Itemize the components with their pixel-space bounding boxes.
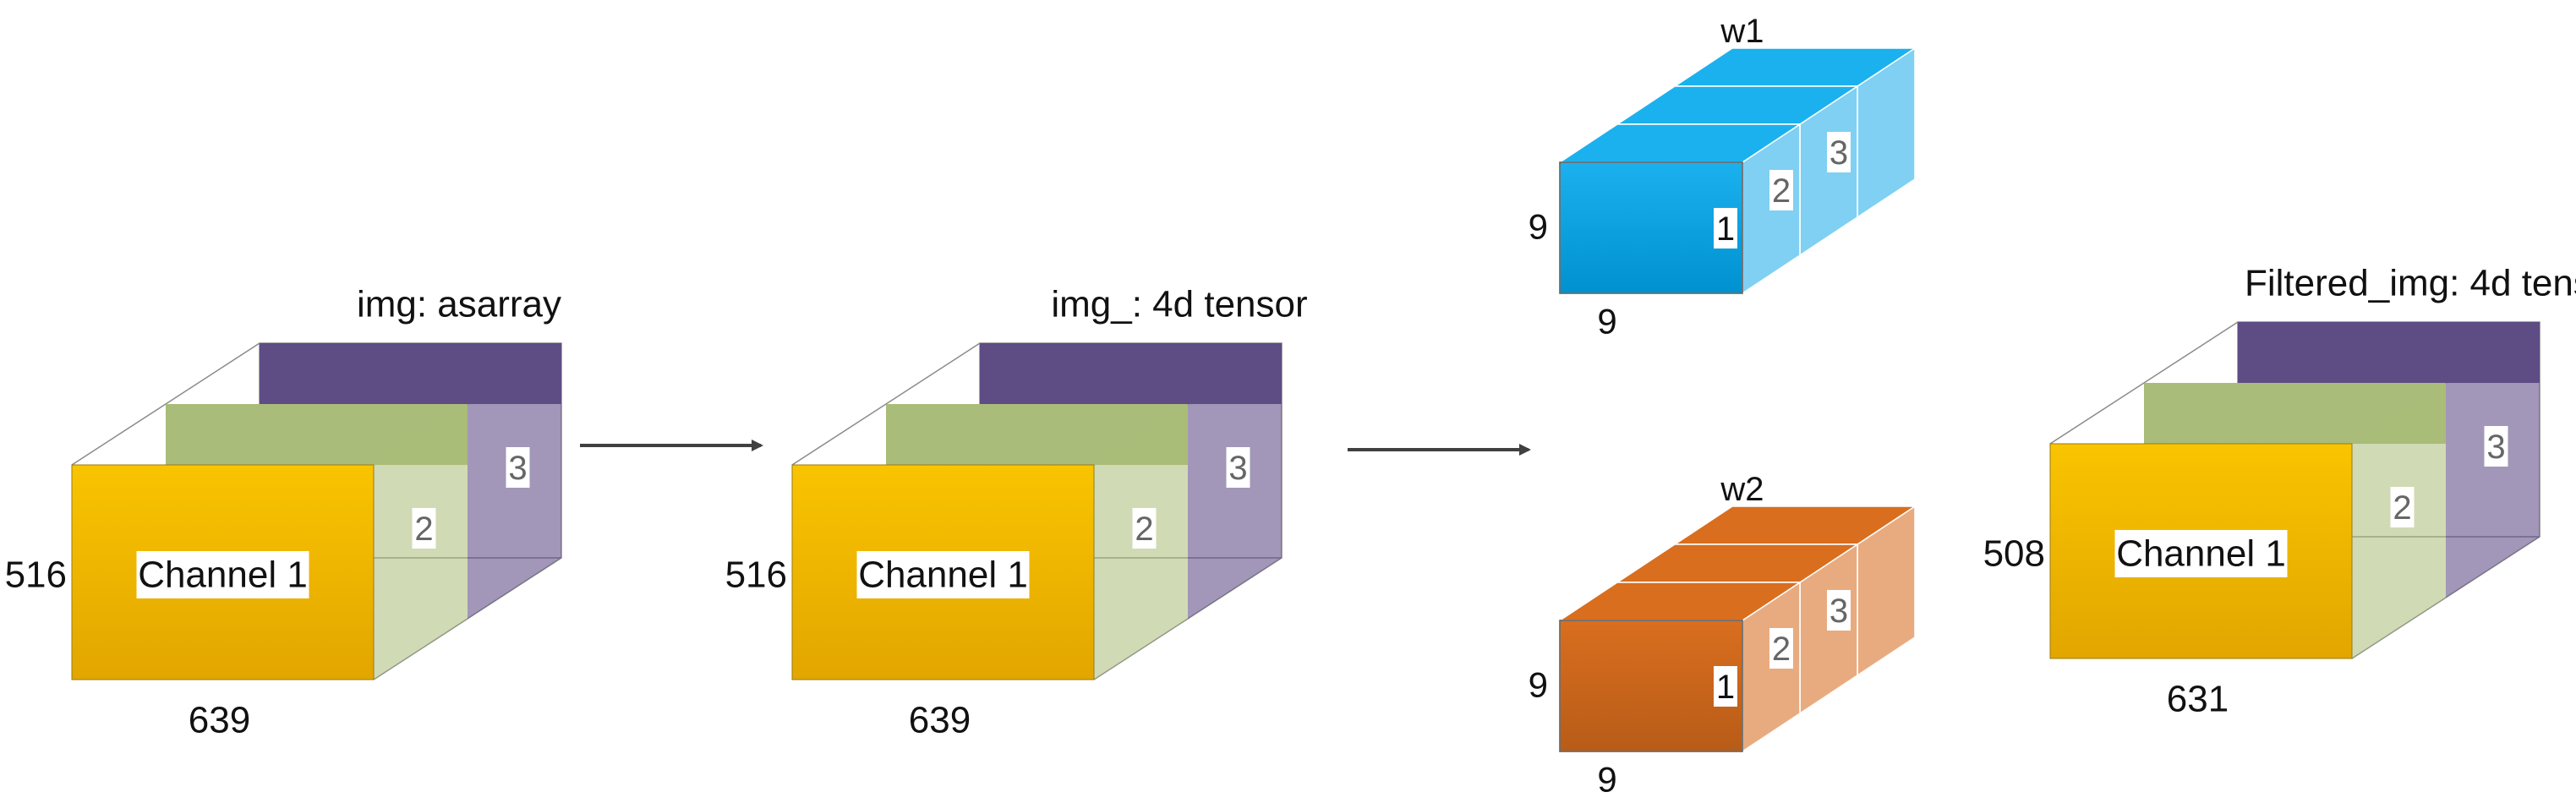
channel-label: Channel 1 [138,554,308,596]
channel-label-box [136,551,309,598]
filter-number-1-text: 1 [1716,669,1735,706]
channel-number-2-text: 2 [1135,511,1153,548]
channel-number-3-text: 3 [508,450,527,487]
filter-number-1-text: 1 [1716,210,1735,248]
channel-number-3-text: 3 [2486,429,2505,466]
tensor-2: Channel 1 2 3 516 639 img_: 4d tensor [725,284,1308,741]
filter-number-3: 3 [1827,132,1851,172]
channel-label-box [856,551,1030,598]
filter-w1: 123 w1 9 9 [1529,13,1917,341]
filter-number-3-text: 3 [1829,134,1848,172]
filter-height-label: 9 [1529,665,1548,705]
channel-number-3: 3 [1226,447,1250,488]
filter-title: w1 [1720,13,1764,50]
tensor-title: img: asarray [357,284,561,325]
height-label: 516 [725,554,787,596]
filter-w2: 12 3 w2 9 9 [1529,471,1917,800]
channel-number-3-text: 3 [1228,450,1247,487]
filter-number-2-text: 2 [1772,172,1791,210]
filter-number-2: 2 [1769,628,1793,669]
channel-number-2: 2 [412,508,436,549]
channel-label-box [2114,530,2288,577]
filter-slab-1-face [1559,161,1743,294]
width-label: 639 [189,700,250,741]
tensor-3: Channel 1 2 3 508 631 Filtered_img: 4d tensor [1983,263,2576,720]
channel-number-2: 2 [2390,487,2415,527]
channel-number-3: 3 [2484,426,2508,467]
filter-slab-1-face [1559,620,1743,752]
height-label: 516 [5,554,67,596]
channel-label: Channel 1 [2116,533,2286,575]
width-label: 639 [909,700,971,741]
filter-number-2-text: 2 [1772,631,1791,668]
channel-number-2-text: 2 [2393,489,2411,527]
filter-number-1: 1 [1714,666,1737,707]
height-label: 508 [1983,533,2045,575]
filter-number-1: 1 [1714,208,1737,249]
width-label: 631 [2167,679,2229,720]
channel-number-2: 2 [1132,508,1157,549]
filter-height-label: 9 [1529,207,1548,247]
filter-number-3-text: 3 [1829,593,1848,630]
filter-title: w2 [1720,471,1764,508]
channel-number-2-text: 2 [414,511,433,548]
filter-width-label: 9 [1597,760,1616,800]
channel-number-3: 3 [506,447,530,488]
tensor-1: Channel 1 2 3 516 639 img: asarray [5,284,562,741]
tensor-title: img_: 4d tensor [1051,284,1307,325]
filter-number-3: 3 [1827,590,1851,631]
filter-number-2: 2 [1769,170,1793,210]
channel-label: Channel 1 [858,554,1028,596]
tensor-title: Filtered_img: 4d tensor [2245,263,2576,304]
filter-width-label: 9 [1597,302,1616,341]
